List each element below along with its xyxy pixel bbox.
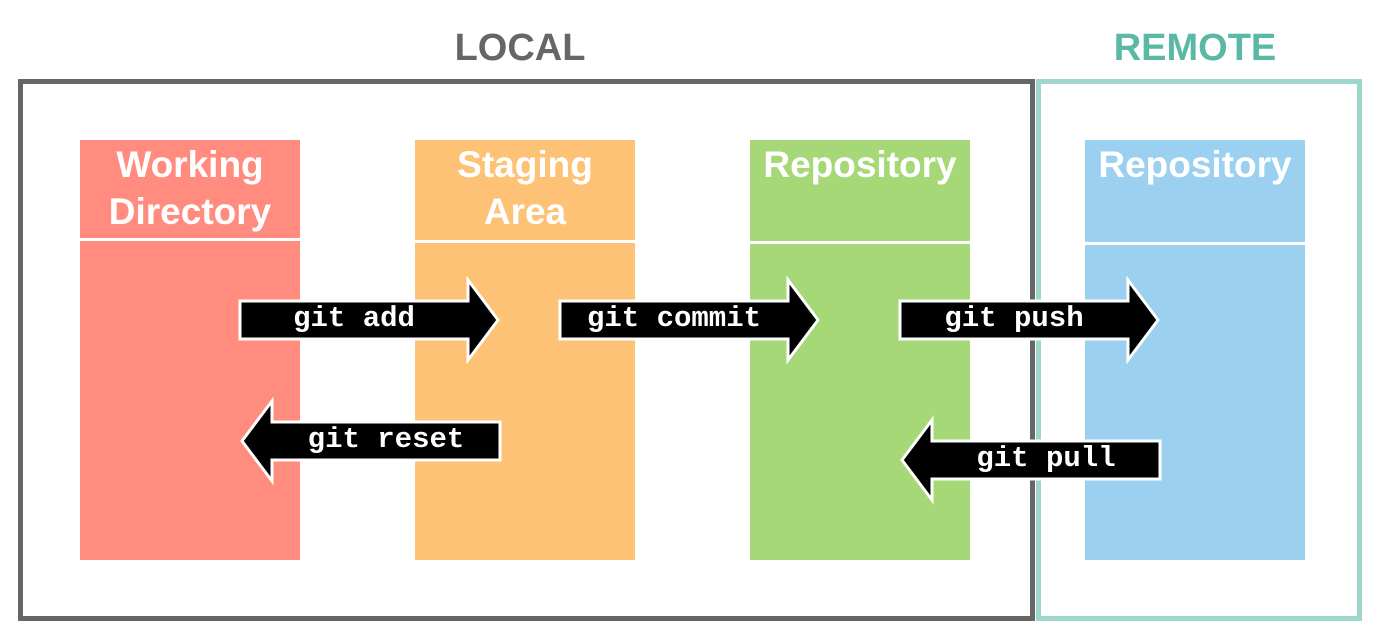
git-add-label: git add bbox=[293, 302, 415, 335]
git-reset-arrow: git reset bbox=[240, 396, 502, 486]
git-commit-arrow: git commit bbox=[558, 275, 820, 365]
remote-repository-column: Repository bbox=[1085, 140, 1305, 560]
column-divider bbox=[415, 240, 635, 243]
arrow-right-icon bbox=[238, 275, 500, 365]
working-directory-column: Working Directory bbox=[80, 140, 300, 560]
staging-area-column: Staging Area bbox=[415, 140, 635, 560]
column-divider bbox=[1085, 242, 1305, 245]
arrow-left-icon bbox=[900, 415, 1162, 505]
local-section-title: LOCAL bbox=[454, 27, 586, 69]
column-divider bbox=[750, 241, 970, 244]
staging-area-header: Staging Area bbox=[415, 140, 635, 240]
working-directory-header: Working Directory bbox=[80, 140, 300, 240]
working-directory-title: Working Directory bbox=[108, 144, 272, 232]
arrow-right-icon bbox=[898, 275, 1160, 365]
git-pull-label: git pull bbox=[976, 442, 1116, 475]
local-region bbox=[18, 79, 1035, 621]
git-push-arrow: git push bbox=[898, 275, 1160, 365]
remote-section-title: REMOTE bbox=[1113, 27, 1277, 69]
arrow-right-icon bbox=[558, 275, 820, 365]
git-reset-label: git reset bbox=[307, 423, 465, 456]
local-repository-title: Repository bbox=[763, 144, 957, 185]
column-divider bbox=[80, 238, 300, 241]
staging-area-title: Staging Area bbox=[457, 144, 593, 232]
git-pull-arrow: git pull bbox=[900, 415, 1162, 505]
arrow-left-icon bbox=[240, 396, 502, 486]
git-add-arrow: git add bbox=[238, 275, 500, 365]
remote-repository-header: Repository bbox=[1085, 140, 1305, 240]
local-repository-header: Repository bbox=[750, 140, 970, 240]
git-push-label: git push bbox=[944, 302, 1084, 335]
remote-repository-title: Repository bbox=[1098, 144, 1292, 185]
git-commit-label: git commit bbox=[586, 302, 762, 335]
remote-region bbox=[1036, 79, 1362, 621]
